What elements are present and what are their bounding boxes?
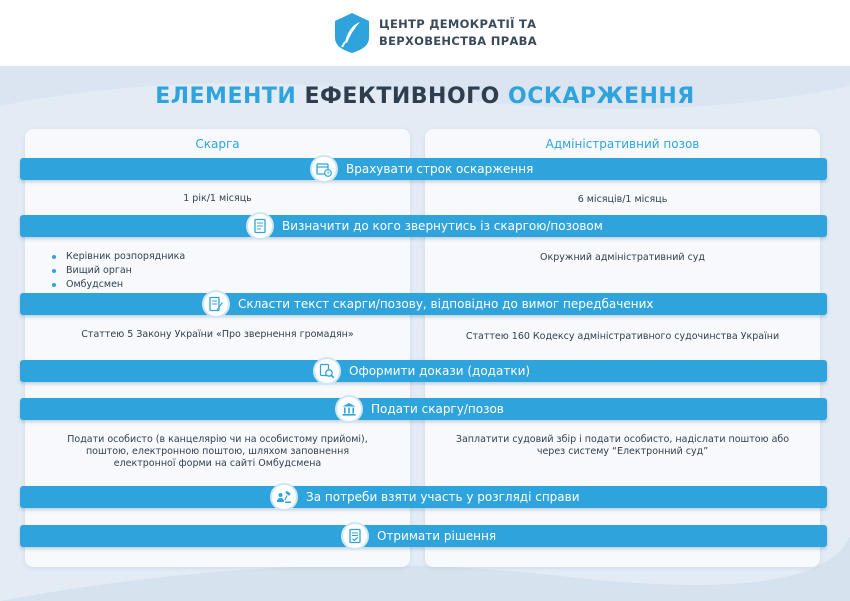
feather-shield-icon [335, 13, 369, 53]
step-band-deadline: Врахувати строк оскарження [20, 155, 827, 183]
column-header-lawsuit: Адміністративний позов [545, 137, 700, 151]
step-band-addressee: Визначити до кого звернутись із скаргою/… [20, 212, 827, 240]
complaint-addressee-list: Керівник розпорядника Вищий орган Омбудс… [52, 250, 185, 292]
list-item: Керівник розпорядника [52, 250, 185, 264]
gavel-people-icon [270, 483, 298, 511]
list-item: Вищий орган [52, 264, 185, 278]
title-part1: ЕЛЕМЕНТИ [155, 84, 297, 109]
background-decoration [0, 66, 850, 601]
step-band-participate: За потреби взяти участь у розгляді справ… [20, 483, 827, 511]
title-part2: ЕФЕКТИВНОГО [304, 84, 500, 109]
complaint-submit-line3: електронної форми на сайті Омбудсмена [113, 458, 322, 469]
magnifier-document-icon [313, 357, 341, 385]
step-label-text: Скласти текст скарги/позову, відповідно … [238, 297, 654, 311]
page-title: ЕЛЕМЕНТИ ЕФЕКТИВНОГО ОСКАРЖЕННЯ [0, 84, 850, 109]
step-label-submit: Подати скаргу/позов [371, 402, 504, 416]
complaint-submit-line2: поштою, електронною поштою, шляхом запов… [85, 446, 350, 457]
complaint-submit-line1: Подати особисто (в канцелярію чи на особ… [67, 434, 368, 445]
title-part3: ОСКАРЖЕННЯ [508, 84, 695, 109]
step-label-deadline: Врахувати строк оскарження [346, 162, 534, 176]
document-list-icon [246, 212, 274, 240]
lawsuit-submit-line1: Заплатити судовий збір і подати особисто… [455, 434, 790, 445]
lawsuit-submit-line2: через систему “Електронний суд” [536, 446, 709, 457]
brand-name-line1: ЦЕНТР ДЕМОКРАТІЇ ТА [379, 17, 537, 31]
step-label-addressee: Визначити до кого звернутись із скаргою/… [282, 219, 603, 233]
complaint-law-reference: Статтею 5 Закону України «Про звернення … [81, 329, 354, 340]
document-pen-icon [202, 290, 230, 318]
lawsuit-term: 6 місяців/1 місяць [577, 194, 668, 205]
step-label-participate: За потреби взяти участь у розгляді справ… [306, 490, 580, 504]
step-label-decision: Отримати рішення [377, 529, 497, 543]
list-item: Омбудсмен [52, 278, 185, 292]
complaint-term: 1 рік/1 місяць [183, 193, 252, 204]
step-label-evidence: Оформити докази (додатки) [349, 364, 531, 378]
complaint-submit-methods: Подати особисто (в канцелярію чи на особ… [25, 434, 410, 470]
lawsuit-law-reference: Статтею 160 Кодексу адміністративного су… [465, 331, 780, 342]
decision-document-icon [341, 522, 369, 550]
lawsuit-addressee: Окружний адміністративний суд [540, 252, 705, 263]
column-header-complaint: Скарга [195, 137, 240, 151]
court-building-icon [335, 395, 363, 423]
step-band-evidence: Оформити докази (додатки) [20, 357, 827, 385]
lawsuit-submit-methods: Заплатити судовий збір і подати особисто… [425, 434, 820, 458]
step-band-submit: Подати скаргу/позов [20, 395, 827, 423]
header: ЦЕНТР ДЕМОКРАТІЇ ТА ВЕРХОВЕНСТВА ПРАВА [0, 0, 850, 66]
brand-name-line2: ВЕРХОВЕНСТВА ПРАВА [379, 34, 537, 48]
step-band-decision: Отримати рішення [20, 522, 827, 550]
brand-name: ЦЕНТР ДЕМОКРАТІЇ ТА ВЕРХОВЕНСТВА ПРАВА [379, 16, 579, 50]
calendar-clock-icon [310, 155, 338, 183]
step-band-text: Скласти текст скарги/позову, відповідно … [20, 290, 827, 318]
